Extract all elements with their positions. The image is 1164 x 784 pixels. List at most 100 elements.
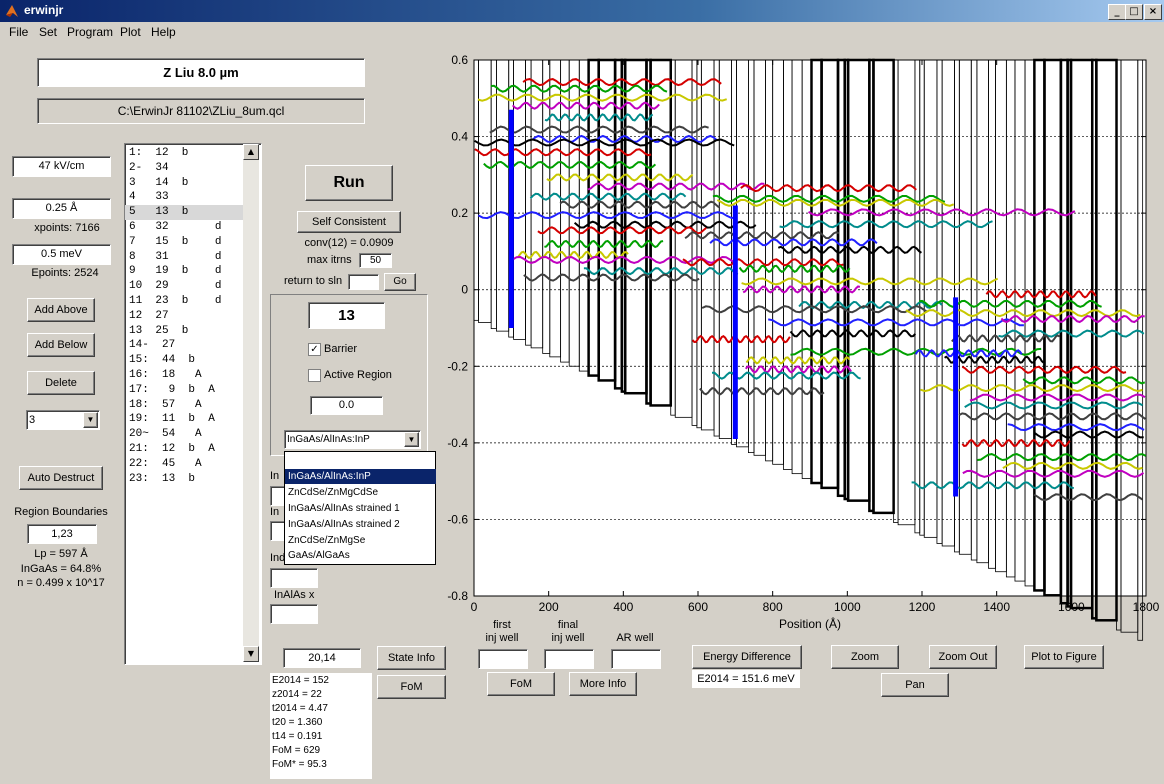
scroll-down-icon[interactable]: ▼ (243, 646, 259, 662)
run-button[interactable]: Run (305, 165, 393, 201)
index-input[interactable] (270, 568, 318, 588)
state-trace (958, 412, 1146, 421)
layer-row[interactable]: 20~ 54 A (129, 428, 202, 441)
layer-row[interactable]: 6 32 d (129, 221, 222, 233)
more-info-button[interactable]: More Info (569, 672, 637, 696)
material-option[interactable]: InGaAs/AlInAs strained 2 (288, 519, 400, 530)
state-trace (587, 182, 765, 191)
menu-plot[interactable]: Plot (120, 25, 141, 39)
zoom-button[interactable]: Zoom (831, 645, 899, 669)
layer-row[interactable]: 5 13 b (125, 205, 244, 220)
layer-row[interactable]: 17: 9 b A (129, 383, 215, 396)
result-line: t20 = 1.360 (272, 717, 323, 728)
epoints-label: Epoints: 2524 (31, 267, 99, 279)
material-option-highlighted[interactable]: InGaAs/AlInAs:InP (285, 469, 436, 484)
state-info-button[interactable]: State Info (377, 646, 446, 670)
layer-list-scrollbar[interactable]: ▲ ▼ (243, 144, 259, 662)
close-button[interactable]: × (1144, 4, 1162, 20)
barrier-checkbox[interactable]: ✓ (308, 343, 321, 356)
region-select[interactable]: 3 ▼ (26, 410, 100, 430)
layer-row[interactable]: 3 14 b (129, 176, 189, 189)
chevron-down-icon[interactable]: ▼ (404, 432, 419, 447)
state-trace (1022, 376, 1146, 385)
state-trace (790, 347, 1042, 356)
active-region-checkbox[interactable] (308, 369, 321, 382)
state-trace (544, 239, 664, 249)
self-consistent-toggle[interactable]: Self Consistent (297, 211, 401, 233)
material-option[interactable]: InGaAs/AlInAs strained 1 (288, 503, 400, 514)
auto-destruct-button[interactable]: Auto Destruct (19, 466, 103, 490)
state-trace (477, 211, 736, 220)
state-trace (529, 192, 687, 201)
fom-calc-button[interactable]: FoM (487, 672, 555, 696)
matlab-logo-icon (6, 5, 18, 17)
step-size-input[interactable]: 0.25 Å (12, 198, 111, 219)
chevron-down-icon[interactable]: ▼ (83, 412, 98, 428)
layer-row[interactable]: 13 25 b (129, 324, 189, 337)
layer-row[interactable]: 12 27 (129, 309, 169, 322)
layer-row[interactable]: 18: 57 A (129, 398, 202, 411)
ar-well-input[interactable] (611, 649, 661, 669)
maximize-button[interactable]: □ (1125, 4, 1143, 20)
max-iterations-input[interactable]: 50 (359, 253, 392, 268)
layer-row[interactable]: 10 29 d (129, 280, 222, 293)
add-below-button[interactable]: Add Below (27, 333, 95, 357)
pan-button[interactable]: Pan (881, 673, 949, 697)
state-trace (951, 334, 1061, 343)
structure-name-field[interactable]: Z Liu 8.0 µm (37, 58, 365, 87)
layer-row[interactable]: 4 33 (129, 191, 169, 204)
inalas-x-input[interactable] (270, 604, 318, 624)
material-dropdown-list[interactable]: InGaAs/AlInAs:InP InGaAs/AlInAs:InP ZnCd… (284, 451, 436, 565)
menu-help[interactable]: Help (151, 25, 176, 39)
layer-row[interactable]: 21: 12 b A (129, 443, 215, 455)
material-option[interactable]: ZnCdSe/ZnMgSe (288, 535, 366, 546)
zoom-out-button[interactable]: Zoom Out (929, 645, 997, 669)
y-tick-label: 0.4 (451, 130, 468, 144)
go-button[interactable]: Go (384, 273, 416, 291)
layer-number-field[interactable]: 13 (308, 302, 385, 329)
energy-difference-button[interactable]: Energy Difference (692, 645, 802, 669)
layer-row[interactable]: 1: 12 b (129, 147, 189, 159)
electric-field-input[interactable]: 47 kV/cm (12, 156, 111, 177)
menu-set[interactable]: Set (39, 25, 58, 39)
layer-row[interactable]: 22: 45 A (129, 457, 202, 470)
material-option[interactable]: GaAs/AlGaAs (288, 550, 350, 561)
region-boundaries-input[interactable]: 1,23 (27, 524, 97, 544)
doping-input[interactable]: 0.0 (310, 396, 383, 415)
layer-row[interactable]: 19: 11 b A (129, 413, 215, 426)
state-pair-input[interactable]: 20,14 (283, 648, 361, 668)
state-trace (919, 299, 1102, 308)
state-trace (964, 401, 1144, 410)
state-trace (738, 264, 851, 273)
menu-program[interactable]: Program (67, 25, 114, 39)
final-inj-well-input[interactable] (544, 649, 594, 669)
menu-file[interactable]: File (9, 25, 29, 39)
layer-row[interactable]: 23: 13 b (129, 472, 196, 485)
material-select-value: InGaAs/AlInAs:InP (287, 434, 370, 445)
fom-button[interactable]: FoM (377, 675, 446, 699)
layer-row[interactable]: 7 15 b d (129, 235, 222, 248)
layer-row[interactable]: 16: 18 A (129, 369, 202, 381)
delete-button[interactable]: Delete (27, 371, 95, 395)
layer-row[interactable]: 14- 27 (129, 339, 176, 352)
state-trace (544, 113, 654, 122)
layer-row[interactable]: 11 23 b d (129, 295, 222, 307)
scroll-up-icon[interactable]: ▲ (243, 144, 259, 160)
state-trace (789, 329, 917, 338)
material-option[interactable]: ZnCdSe/ZnMgCdSe (288, 487, 379, 498)
state-trace (559, 200, 720, 209)
first-inj-well-input[interactable] (478, 649, 528, 669)
layer-row[interactable]: 8 31 d (129, 250, 222, 263)
return-to-solution-input[interactable] (348, 274, 379, 290)
file-path-field: C:\ErwinJr 81102\ZLiu_8um.qcl (37, 98, 365, 124)
layer-row[interactable]: 2- 34 (129, 161, 169, 174)
layer-row[interactable]: 9 19 b d (129, 265, 222, 278)
layer-row[interactable]: 15: 44 b (129, 354, 196, 367)
result-line: FoM = 629 (272, 745, 321, 756)
add-above-button[interactable]: Add Above (27, 298, 95, 322)
energy-step-input[interactable]: 0.5 meV (12, 244, 111, 265)
plot-to-figure-button[interactable]: Plot to Figure (1024, 645, 1104, 669)
material-select[interactable]: InGaAs/AlInAs:InP ▼ (284, 430, 421, 449)
